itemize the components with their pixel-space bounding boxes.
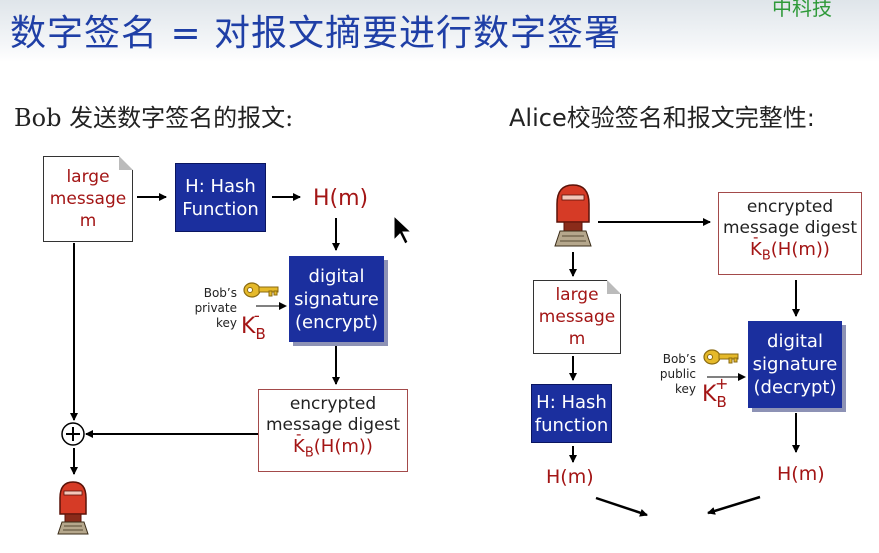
left-message-line3: m <box>79 211 97 231</box>
right-hash-line2: function <box>534 414 609 436</box>
left-hash-line2: Function <box>182 198 259 220</box>
left-enc-hm: (H(m)) <box>313 436 373 457</box>
left-sig-line2: signature <box>294 288 379 310</box>
left-key-line1: Bob’s <box>203 286 237 300</box>
right-enc-line1: encrypted <box>746 197 834 217</box>
corner-text: 中科技 <box>772 0 832 20</box>
right-hm-left: H(m) <box>546 466 594 488</box>
left-hash-box: H: Hash Function <box>175 163 266 232</box>
right-enc-formula: K-B(H(m)) <box>719 228 861 267</box>
arrow-right-compare <box>707 495 761 515</box>
left-sig-line1: digital <box>308 265 365 287</box>
right-message-line2: message <box>538 307 616 327</box>
right-key-line2: public <box>659 367 696 381</box>
right-encrypted-box: encrypted message digest K-B(H(m)) <box>718 192 862 275</box>
plus-circle <box>61 422 85 446</box>
right-key-line1: Bob’s <box>662 352 696 366</box>
left-key-letter: K <box>241 314 256 339</box>
right-enc-line2: message digest <box>722 218 858 238</box>
right-hash-box: H: Hash function <box>531 384 612 443</box>
left-signature-box: digital signature (encrypt) <box>289 256 384 342</box>
right-heading: Alice校验签名和报文完整性: <box>509 104 815 132</box>
right-enc-hm: (H(m)) <box>770 239 830 260</box>
left-enc-line2: message digest <box>265 415 401 435</box>
key-icon <box>703 349 739 365</box>
left-encrypted-box: encrypted message digest K-B(H(m)) <box>258 389 408 472</box>
left-enc-k-sup: - <box>296 425 302 443</box>
page-fold-icon <box>119 156 133 170</box>
right-enc-k-sup: - <box>753 228 759 246</box>
left-key-sub: B <box>255 325 266 343</box>
mailbox-icon <box>57 481 89 535</box>
right-hm-right: H(m) <box>777 463 825 485</box>
right-signature-box: digital signature (decrypt) <box>748 321 842 408</box>
left-message-line2: message <box>49 189 127 209</box>
right-key-sub: B <box>716 393 727 411</box>
right-key-label: Bob’s public key <box>644 352 696 397</box>
left-enc-k: K <box>293 436 305 457</box>
right-message-line3: m <box>568 329 586 349</box>
left-hash-line1: H: Hash <box>185 175 256 197</box>
left-enc-line1: encrypted <box>289 394 377 414</box>
slide-title: 数字签名 = 对报文摘要进行数字签署 <box>10 13 622 54</box>
right-sig-line3: (decrypt) <box>753 377 837 398</box>
left-key-line3: key <box>215 316 237 330</box>
left-heading: Bob 发送数字签名的报文: <box>14 104 294 132</box>
cursor-icon <box>393 214 413 245</box>
right-sig-line2: signature <box>752 354 838 375</box>
right-key-line3: key <box>674 382 696 396</box>
right-enc-k-sub: B <box>761 248 771 264</box>
left-sig-line3: (encrypt) <box>295 311 378 333</box>
right-enc-k: K <box>750 239 762 260</box>
right-key-letter: K <box>702 382 717 407</box>
right-key-sup: + <box>715 374 729 393</box>
slide-header: 数字签名 = 对报文摘要进行数字签署 中科技 <box>0 0 879 62</box>
left-enc-formula: K-B(H(m)) <box>259 425 407 464</box>
key-icon <box>243 282 279 298</box>
right-message-box: large message m <box>533 280 621 354</box>
left-message-line1: large <box>66 167 110 187</box>
left-key-label: Bob’s private key <box>187 286 237 331</box>
right-hash-line1: H: Hash <box>536 391 607 413</box>
page-fold-icon <box>607 280 621 294</box>
left-message-box: large message m <box>43 156 133 242</box>
right-message-line1: large <box>555 285 599 305</box>
left-key-symbol: K-B <box>241 306 266 343</box>
left-enc-k-sub: B <box>304 445 314 461</box>
right-sig-line1: digital <box>767 331 823 352</box>
arrow-left-compare <box>595 496 648 517</box>
left-hm-label: H(m) <box>313 186 369 211</box>
mailbox-icon <box>554 184 592 247</box>
right-key-symbol: K+B <box>702 374 728 411</box>
left-key-sup: - <box>254 306 260 325</box>
left-key-line2: private <box>194 301 237 315</box>
